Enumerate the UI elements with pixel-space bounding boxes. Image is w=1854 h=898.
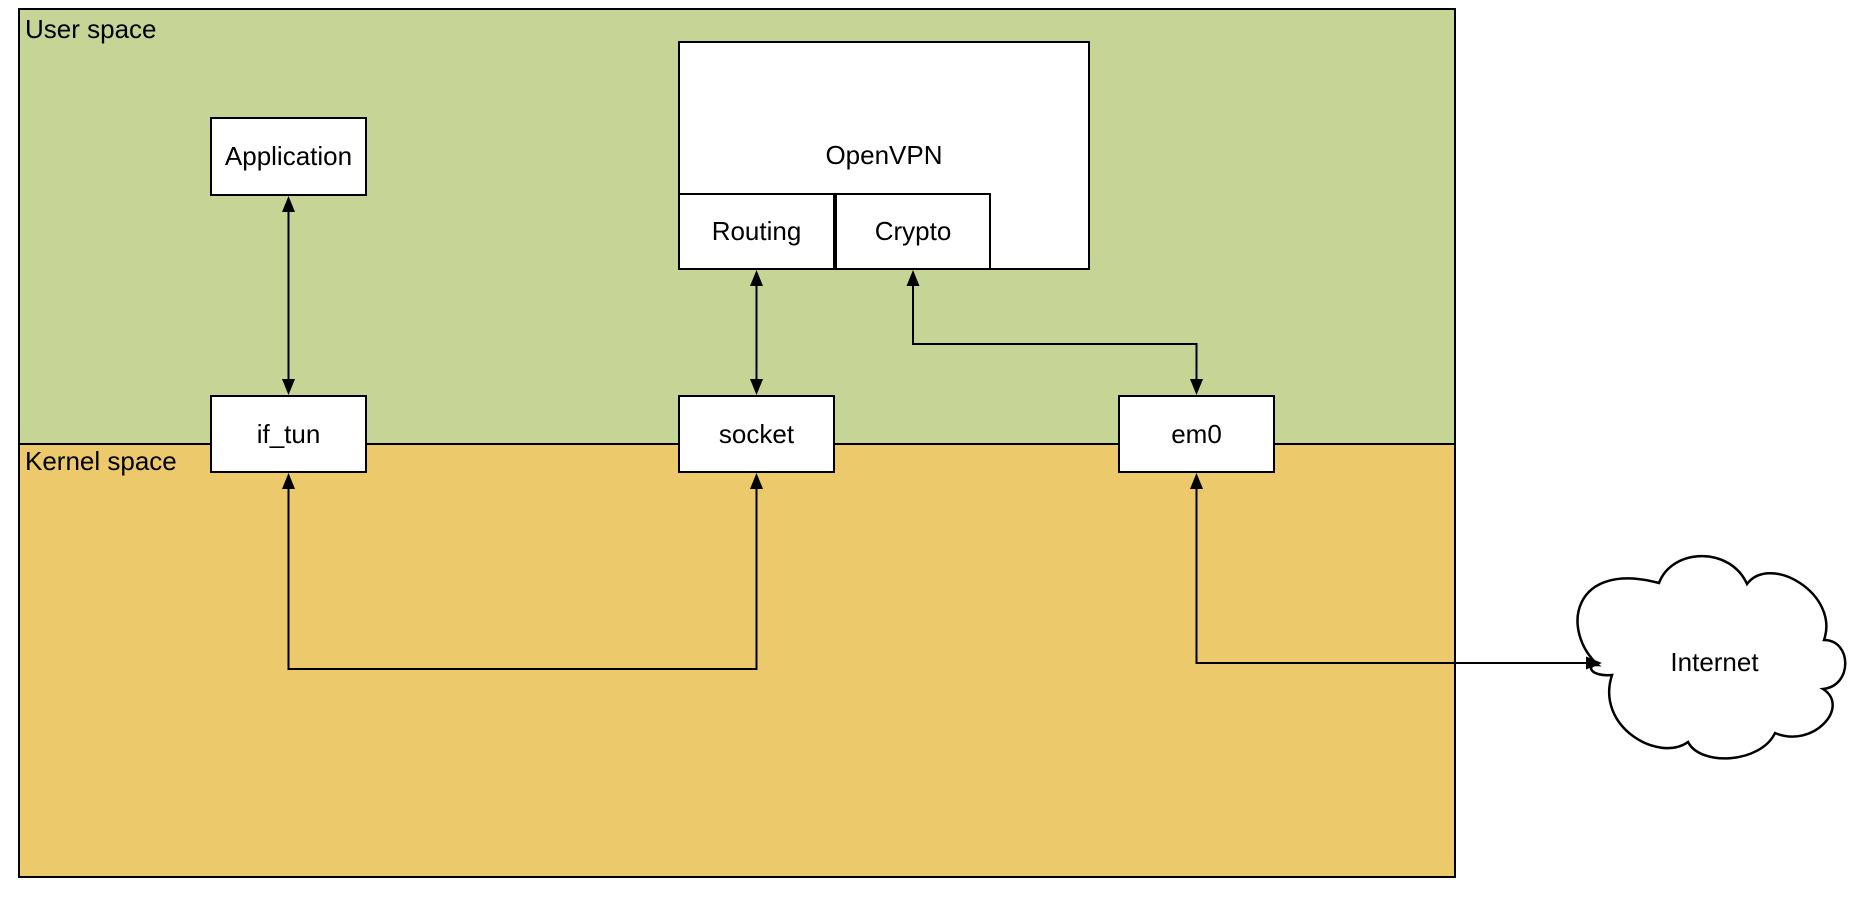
node-crypto-label: Crypto bbox=[874, 216, 952, 246]
node-openvpn-label: OpenVPN bbox=[825, 140, 943, 170]
kernel-space-label: Kernel space bbox=[25, 446, 177, 476]
node-routing-label: Routing bbox=[711, 216, 802, 246]
node-if-tun-label: if_tun bbox=[256, 418, 321, 449]
node-em0: em0 bbox=[1118, 395, 1275, 473]
node-socket: socket bbox=[678, 395, 835, 473]
internet-cloud-label: Internet bbox=[1589, 566, 1840, 758]
node-application: Application bbox=[210, 117, 367, 196]
node-routing: Routing bbox=[678, 193, 835, 270]
node-em0-label: em0 bbox=[1171, 418, 1222, 449]
user-space-label: User space bbox=[25, 14, 157, 44]
kernel-space-region bbox=[20, 445, 1454, 876]
node-socket-label: socket bbox=[718, 418, 795, 449]
node-if-tun: if_tun bbox=[210, 395, 367, 473]
node-application-label: Application bbox=[224, 141, 353, 171]
node-crypto: Crypto bbox=[835, 193, 991, 270]
internet-label-text: Internet bbox=[1670, 646, 1759, 677]
